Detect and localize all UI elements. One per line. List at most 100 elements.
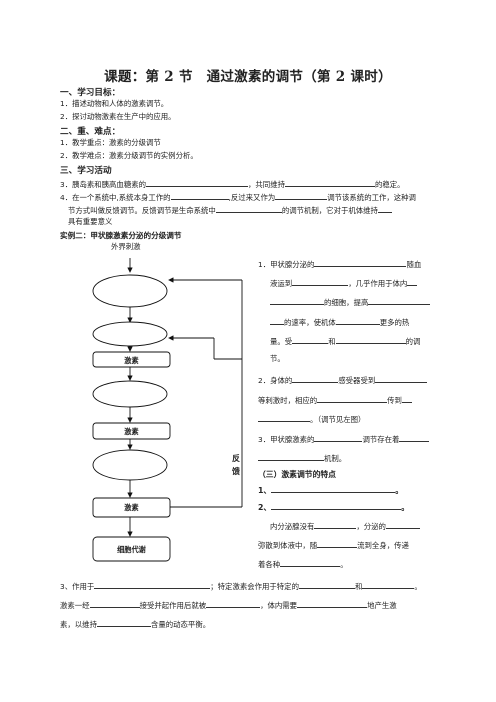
- feature-2-line-3: 着各种 。: [258, 558, 348, 570]
- text: 随血: [406, 260, 422, 269]
- feature-1: 1、 。: [258, 484, 403, 496]
- text: 和: [354, 582, 363, 591]
- blank: [270, 296, 324, 305]
- hormone-box-3-label: 激素: [124, 503, 139, 512]
- blank: [215, 204, 282, 213]
- text: 。: [414, 582, 422, 591]
- blank: [335, 335, 406, 344]
- blank: [362, 580, 415, 589]
- page-title: 课题：第 2 节 通过激素的调节（第 2 课时）: [104, 69, 392, 85]
- goals-heading: 一、学习目标：: [60, 88, 121, 98]
- bottom-line-1: 3、作用于 ；特定激素会作用于特定的 和 。: [60, 580, 422, 592]
- blank: [275, 191, 328, 200]
- hormone-box-2-label: 激素: [124, 427, 139, 436]
- text: 1．甲状腺分泌的: [258, 260, 315, 269]
- right-2-line-2: 等刺激时，相应的传到: [258, 394, 412, 406]
- blank: [94, 580, 211, 589]
- text: 。: [340, 560, 348, 569]
- text: 和: [328, 337, 336, 346]
- text: ，体内需要: [260, 601, 298, 610]
- blank: [407, 277, 418, 286]
- blank: [270, 316, 284, 325]
- blank: [292, 335, 329, 344]
- text: 。: [395, 486, 404, 495]
- text: 内分泌腺没有: [270, 522, 315, 531]
- text: 的速率，使机体: [284, 318, 336, 327]
- key-point-1: 1．教学重点：激素的分级调节: [60, 138, 161, 147]
- item-3: 3．胰岛素和胰高血糖素的，共同维持的稳定。: [60, 178, 405, 190]
- text: ；特定激素会作用于特定的: [210, 582, 299, 591]
- text: 更多的热: [379, 318, 410, 327]
- stimulus-label: 外界刺激: [111, 242, 141, 251]
- key-point-2: 2．教学难点：激素分级调节的实例分析。: [60, 151, 198, 160]
- bottom-line-3: 素，以维持 含量的动态平衡。: [60, 618, 210, 630]
- blank: [317, 394, 388, 403]
- right-1-line-4: 的速率，使机体 更多的热: [270, 316, 409, 328]
- text: 弥散到体液中，随: [258, 541, 318, 550]
- key-points-heading: 二、重、难点：: [60, 127, 121, 137]
- activities-heading: 三、学习活动: [60, 166, 112, 176]
- feature-2-line-2: 弥散到体液中，随 流到全身，传递: [258, 539, 409, 551]
- blank: [89, 599, 140, 608]
- text: 等刺激时，相应的: [258, 396, 318, 405]
- blank: [375, 374, 428, 383]
- blank: [146, 178, 249, 187]
- text: 1、: [258, 486, 272, 495]
- blank: [292, 277, 349, 286]
- feedback-label-2: 馈: [232, 467, 240, 476]
- hormone-box-1-label: 激素: [124, 356, 139, 365]
- right-1-line-6: 节。: [270, 354, 285, 363]
- text: 。: [401, 503, 410, 512]
- blank: [298, 580, 355, 589]
- blank: [401, 394, 412, 403]
- metabolism-box-label: 细胞代谢: [117, 545, 146, 554]
- item-3-text-a: 3．胰岛素和胰高血糖素的: [60, 180, 147, 189]
- text: 素，以维持: [60, 620, 97, 629]
- feedback-label-1: 反: [232, 454, 240, 463]
- blank: [206, 599, 261, 608]
- blank: [284, 178, 375, 187]
- blank: [377, 204, 392, 213]
- goal-2: 2．探讨动物激素在生产中的应用。: [60, 112, 176, 121]
- bottom-line-2: 激素一经接受并起作用后就被，体内需要地产生激: [60, 599, 397, 611]
- blank: [314, 258, 407, 267]
- blank: [280, 558, 341, 567]
- blank: [317, 539, 358, 548]
- feature-2: 2、 。: [258, 501, 409, 513]
- text: 。（调节见左图）: [310, 415, 366, 424]
- goal-1: 1．描述动物和人体的激素调节。: [60, 99, 169, 108]
- text: 接受并起作用后就被: [139, 601, 207, 610]
- text: 着各种: [258, 560, 281, 569]
- blank: [96, 618, 151, 627]
- item-4-text-b: ,反过来又作为: [228, 193, 276, 202]
- blank: [399, 433, 430, 442]
- text: 机制。: [324, 454, 347, 463]
- blank: [314, 433, 363, 442]
- right-1-line-5: 量。受 和 的调: [270, 335, 420, 347]
- text: 地产生激: [367, 601, 397, 610]
- right-2-line-3: 。（调节见左图）: [258, 413, 365, 425]
- text: 量。受: [270, 337, 293, 346]
- feature-2-line-1: 内分泌腺没有 ，分泌的: [270, 520, 420, 532]
- text: 3、作用于: [60, 582, 95, 591]
- item-4-text-e: 的调节机制，它对于机体维持: [281, 206, 378, 215]
- blank: [271, 501, 402, 510]
- blank: [258, 413, 310, 422]
- text: 调节存在着: [362, 435, 400, 444]
- item-4-line-3: 具有重要意义: [68, 217, 113, 226]
- right-3-line-1: 3．甲状腺激素的调节存在着: [258, 433, 430, 445]
- blank: [271, 484, 396, 493]
- blank: [335, 316, 380, 325]
- text: ，分泌的: [356, 522, 386, 531]
- item-4-text-a: 4．在一个系统中,系统本身工作的: [60, 193, 171, 202]
- right-1-line-1: 1．甲状腺分泌的 随血: [258, 258, 421, 270]
- right-1-line-3: 的细胞，提高: [270, 296, 431, 308]
- right-3-line-2: 机制。: [258, 452, 346, 464]
- text: 的调: [405, 337, 421, 346]
- text: 流到全身，传递: [357, 541, 409, 550]
- text: ，几乎作用于体内: [348, 279, 408, 288]
- text: 2、: [258, 503, 272, 512]
- blank: [170, 191, 229, 200]
- text: 含量的动态平衡。: [150, 620, 211, 629]
